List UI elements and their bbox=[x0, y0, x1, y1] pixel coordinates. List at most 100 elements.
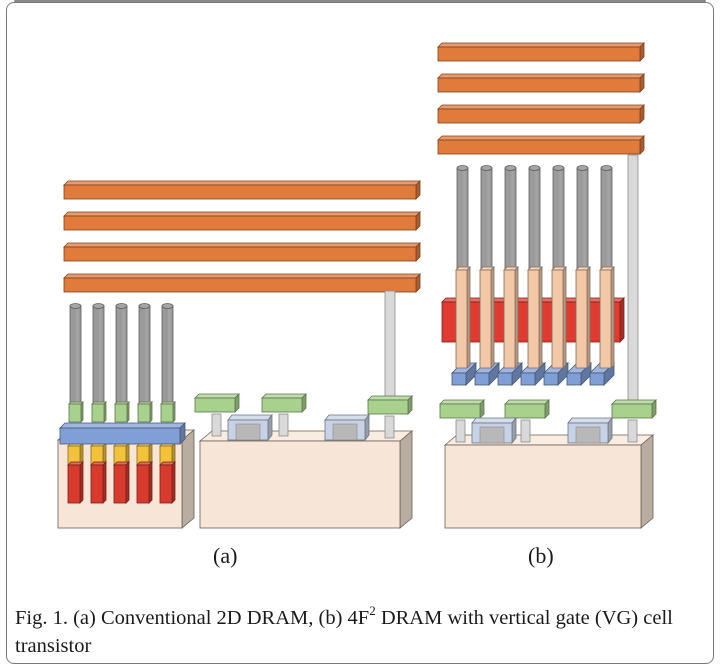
vertical-channel-side bbox=[490, 266, 495, 369]
metal-line bbox=[63, 211, 421, 231]
peripheral-gate-side bbox=[364, 413, 370, 442]
metal-line-front bbox=[437, 77, 641, 93]
capacitor-pillar bbox=[69, 303, 82, 407]
vertical-channel bbox=[551, 266, 567, 369]
vertical-channel-front bbox=[479, 269, 492, 369]
buried-gate-side bbox=[171, 461, 176, 504]
peripheral-gate-top bbox=[324, 414, 370, 421]
capacitor-pillar bbox=[115, 303, 128, 407]
buried-gate-side bbox=[148, 461, 153, 504]
capacitor-pillar-highlight bbox=[559, 168, 562, 270]
capacitor-pillar bbox=[456, 165, 469, 271]
peripheral-gate-top bbox=[471, 417, 517, 424]
contact-plug-front bbox=[137, 403, 151, 423]
metal-line-top bbox=[437, 135, 645, 141]
metal-line-top bbox=[63, 273, 421, 279]
panel-b-4f2-vg-dram bbox=[437, 42, 657, 529]
metal-line-front bbox=[63, 246, 417, 262]
vertical-channel bbox=[479, 266, 495, 369]
capacitor-pillar-cap bbox=[504, 165, 517, 171]
buried-gate-side bbox=[125, 461, 130, 504]
bitline-stub-front bbox=[566, 372, 582, 386]
metal-line-top bbox=[63, 242, 421, 248]
peripheral-contact bbox=[384, 415, 395, 439]
vertical-channel-side bbox=[538, 266, 543, 369]
buried-gate-front bbox=[136, 464, 150, 504]
peripheral-substrate-front bbox=[444, 444, 642, 529]
peripheral-contact bbox=[278, 413, 289, 437]
capacitor-pillar-body bbox=[92, 305, 105, 407]
peripheral-pad-top bbox=[194, 393, 240, 399]
peripheral-gate-side bbox=[607, 416, 613, 445]
peripheral-gate-side bbox=[267, 413, 273, 442]
capacitor-pillar-highlight bbox=[535, 168, 538, 270]
capacitor-pillar-body bbox=[456, 167, 469, 271]
capacitor-pillar-cap bbox=[92, 303, 105, 309]
vertical-channel-front bbox=[455, 269, 468, 369]
peripheral-contact bbox=[627, 419, 638, 443]
contact-plug bbox=[114, 401, 130, 423]
bitline-stub-front bbox=[589, 372, 605, 386]
capacitor-pillar-highlight bbox=[145, 306, 148, 406]
peripheral-pad-front bbox=[261, 397, 303, 413]
capacitor-pillar-cap bbox=[161, 303, 174, 309]
metal-line-top bbox=[63, 180, 421, 186]
gate-core bbox=[235, 423, 261, 441]
vertical-channel bbox=[503, 266, 519, 369]
peripheral-pad-front bbox=[611, 403, 653, 419]
vertical-channel-side bbox=[514, 266, 519, 369]
metal-line-top bbox=[63, 211, 421, 217]
capacitor-pillar-highlight bbox=[463, 168, 466, 270]
peripheral-contact bbox=[520, 419, 531, 443]
capacitor-pillar-cap bbox=[576, 165, 589, 171]
contact-plug-front bbox=[91, 403, 105, 423]
capacitor-pillar-body bbox=[115, 305, 128, 407]
gate-core bbox=[479, 426, 505, 444]
capacitor-pillar-body bbox=[138, 305, 151, 407]
vertical-channel-side bbox=[610, 266, 615, 369]
buried-gate-front bbox=[67, 464, 81, 504]
peripheral-gate-top bbox=[227, 414, 273, 421]
capacitor-pillar-cap bbox=[115, 303, 128, 309]
vertical-channel bbox=[527, 266, 543, 369]
capacitor-pillar-cap bbox=[456, 165, 469, 171]
metal-line-front bbox=[63, 215, 417, 231]
bitline-stub-front bbox=[497, 372, 513, 386]
buried-gate bbox=[159, 461, 176, 504]
panel-a-conventional-2d-dram bbox=[56, 180, 421, 529]
capacitor-pillar-highlight bbox=[607, 168, 610, 270]
capacitor-pillar bbox=[576, 165, 589, 271]
contact-plug bbox=[68, 401, 84, 423]
peripheral-gate-top bbox=[567, 417, 613, 424]
vertical-channel-front bbox=[527, 269, 540, 369]
metal-line bbox=[63, 242, 421, 262]
contact-plug bbox=[160, 401, 176, 423]
vertical-channel-front bbox=[599, 269, 612, 369]
capacitor-pillar bbox=[480, 165, 493, 271]
vertical-channel bbox=[455, 266, 471, 369]
capacitor-pillar-highlight bbox=[511, 168, 514, 270]
figure-frame bbox=[6, 2, 714, 664]
contact-plug bbox=[91, 401, 107, 423]
capacitor-pillar-highlight bbox=[99, 306, 102, 406]
bitline-stub-front bbox=[543, 372, 559, 386]
contact-plug-front bbox=[68, 403, 82, 423]
array-substrate-side bbox=[181, 429, 195, 529]
buried-gate-front bbox=[90, 464, 104, 504]
capacitor-pillar-cap bbox=[69, 303, 82, 309]
metal-line-top bbox=[437, 104, 645, 110]
buried-gate-front bbox=[159, 464, 173, 504]
peripheral-contact bbox=[455, 419, 466, 443]
peripheral-gate-side bbox=[511, 416, 517, 445]
peripheral-pad-front bbox=[367, 399, 409, 415]
peripheral-pad bbox=[261, 393, 307, 413]
capacitor-pillar bbox=[528, 165, 541, 271]
gate-core bbox=[332, 423, 358, 441]
gate-core bbox=[575, 426, 601, 444]
vertical-channel-front bbox=[503, 269, 516, 369]
vertical-channel-front bbox=[551, 269, 564, 369]
capacitor-pillar-highlight bbox=[583, 168, 586, 270]
capacitor-pillar-body bbox=[576, 167, 589, 271]
capacitor-pillar-highlight bbox=[487, 168, 490, 270]
